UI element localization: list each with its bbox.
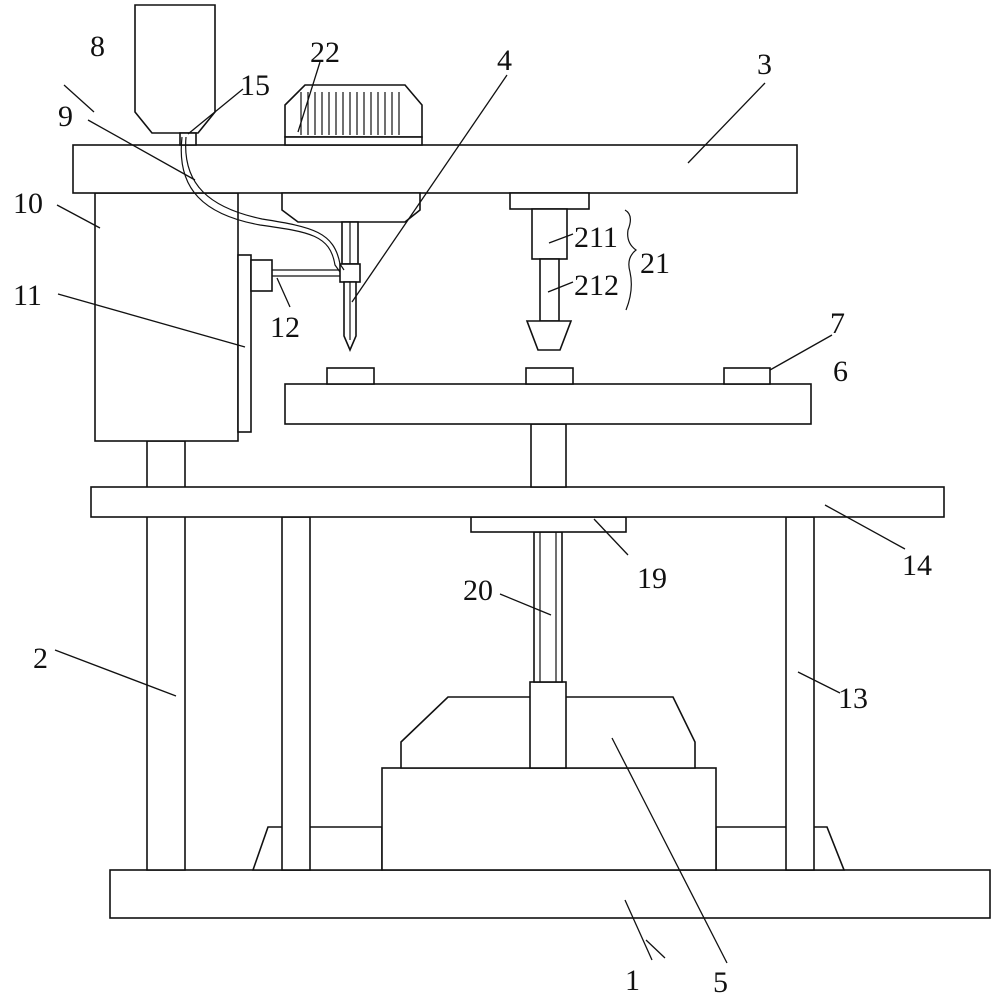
tank-8 <box>134 4 216 134</box>
label-4: 4 <box>497 44 512 77</box>
label-21: 21 <box>640 247 670 280</box>
support-leg-13 <box>785 516 815 871</box>
label-3: 3 <box>757 48 772 81</box>
lift-cylinder <box>529 681 567 769</box>
label-20: 20 <box>463 574 493 607</box>
middle-plate-14 <box>90 486 945 518</box>
label-22: 22 <box>310 36 340 69</box>
label-13: 13 <box>838 682 868 715</box>
inner-leg-left <box>281 516 311 871</box>
label-7: 7 <box>830 307 845 340</box>
bracket-11 <box>237 254 252 433</box>
cylinder-body-211 <box>531 208 568 260</box>
label-2: 2 <box>33 642 48 675</box>
group-brace-21 <box>624 209 637 311</box>
label-1: 1 <box>625 964 640 997</box>
motor-foot <box>284 136 423 146</box>
lifting-unit-base <box>381 767 717 871</box>
top-plate-3 <box>72 144 798 194</box>
base-plate <box>109 869 991 919</box>
cylinder-mount <box>509 192 590 210</box>
work-table-6 <box>284 383 812 425</box>
left-foot-support <box>251 826 383 871</box>
right-foot-support <box>715 826 846 871</box>
motor-22 <box>284 84 423 138</box>
label-12: 12 <box>270 311 300 344</box>
label-6: 6 <box>833 355 848 388</box>
table-post <box>530 423 567 488</box>
label-8: 8 <box>90 30 105 63</box>
leader-lines <box>54 61 906 964</box>
side-housing-10 <box>94 192 239 442</box>
tank-outlet-15 <box>179 132 197 146</box>
feed-tube-9 <box>180 136 341 273</box>
label-19: 19 <box>637 562 667 595</box>
fixture-block-middle <box>525 367 574 385</box>
label-11: 11 <box>13 279 42 312</box>
label-14: 14 <box>902 549 932 582</box>
tool-chuck <box>339 263 361 283</box>
label-10: 10 <box>13 187 43 220</box>
label-212: 212 <box>574 269 619 302</box>
press-head <box>525 320 573 351</box>
lift-rod-20 <box>533 531 563 683</box>
label-5: 5 <box>713 966 728 999</box>
label-211: 211 <box>574 221 618 254</box>
fixture-block-7 <box>723 367 771 385</box>
mount-plate-19 <box>470 516 627 533</box>
feed-tube-9-inner <box>185 136 345 271</box>
label-15: 15 <box>240 69 270 102</box>
spindle-housing <box>281 192 421 223</box>
piston-rod-212 <box>539 258 560 322</box>
fixture-block-left <box>326 367 375 385</box>
label-9: 9 <box>58 100 73 133</box>
bracket-mount <box>250 259 273 292</box>
